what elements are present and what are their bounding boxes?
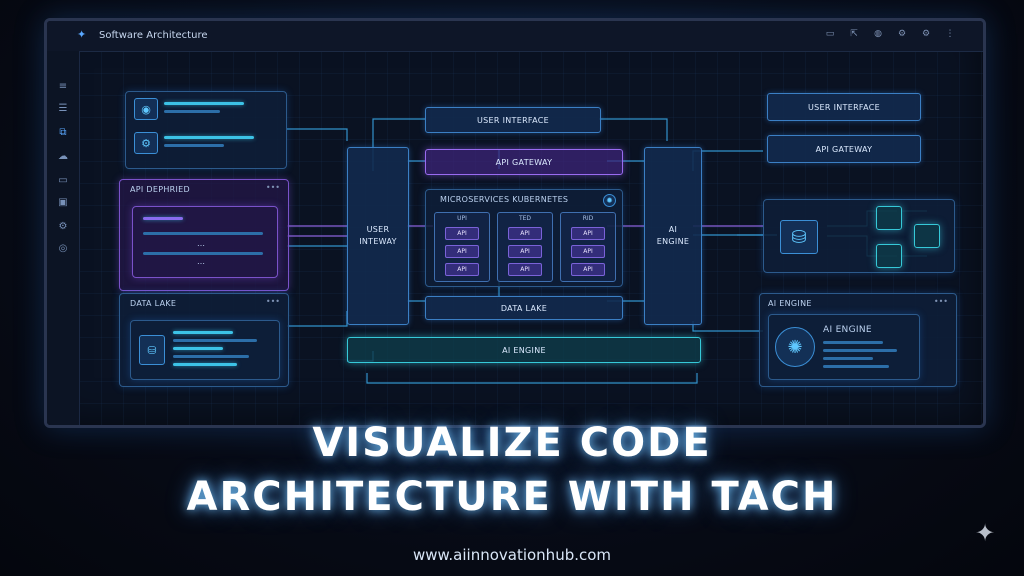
settings-icon[interactable]: ⚙ [897, 29, 907, 39]
data-bar [173, 331, 233, 334]
api-panel[interactable]: API DEPHRIED ••• … … [119, 179, 289, 291]
data-bar [173, 355, 249, 358]
data-bar [173, 347, 223, 350]
service-column-upi: UPI API API API [434, 212, 490, 282]
service-column-ted: TED API API API [497, 212, 553, 282]
flow-node [876, 206, 902, 230]
gear-icon[interactable]: ⚙ [921, 29, 931, 39]
api-gateway-box[interactable]: API GATEWAY [425, 149, 623, 175]
service-column-rid: RID API API API [560, 212, 616, 282]
flow-node [914, 224, 940, 248]
ai-bar [823, 349, 897, 352]
list-icon[interactable]: ☰ [58, 103, 68, 114]
data-bar [173, 363, 237, 366]
monitor-icon[interactable]: ▭ [58, 175, 68, 186]
flow-node [876, 244, 902, 268]
share-icon[interactable]: ⇱ [850, 29, 858, 39]
api-row-bar [143, 252, 263, 255]
ai-engine-small-title: AI ENGINE [768, 299, 812, 308]
headline-line-2: ARCHITECTURE WITH TACH [186, 474, 838, 520]
menu-icon[interactable]: ≡ [58, 81, 68, 92]
database-icon: ⛁ [780, 220, 818, 254]
left-icon-rail: ≡ ☰ ⧉ ☁ ▭ ▣ ⚙ ◎ [47, 51, 80, 425]
app-logo-icon: ✦ [77, 28, 87, 41]
profile-bar [164, 136, 254, 139]
microservices-panel[interactable]: MICROSERVICES KUBERNETES ✹ UPI API API A… [425, 189, 623, 287]
ai-engine-bottom-box[interactable]: AI ENGINE [347, 337, 701, 363]
microservices-title: MICROSERVICES KUBERNETES [440, 195, 569, 204]
sparkle-icon: ✦ [974, 519, 996, 547]
profile-bar [164, 102, 244, 105]
api-chip[interactable]: API [445, 263, 479, 276]
ai-bar [823, 341, 883, 344]
footer-url[interactable]: www.aiinnovationhub.com [412, 546, 612, 564]
right-user-interface-box[interactable]: USER INTERFACE [767, 93, 921, 121]
column-head: TED [518, 215, 532, 222]
kubernetes-icon: ✹ [603, 194, 616, 207]
globe-icon[interactable]: ◍ [874, 29, 882, 39]
more-icon[interactable]: ••• [265, 183, 280, 192]
data-lake-panel-title: DATA LAKE [130, 299, 177, 308]
ai-engine-card-title: AI ENGINE [823, 325, 872, 335]
data-bar [173, 339, 257, 342]
column-head: RID [582, 215, 594, 222]
headline-line-1: VISUALIZE CODE [312, 420, 712, 466]
api-chip[interactable]: API [508, 227, 542, 240]
api-chip[interactable]: API [508, 263, 542, 276]
api-row-bar [143, 217, 183, 220]
title-bar: ✦ Software Architecture ▭ ⇱ ◍ ⚙ ⚙ ⋮ [47, 21, 983, 52]
box-icon[interactable]: ▣ [58, 197, 68, 208]
api-chip[interactable]: API [445, 227, 479, 240]
ai-engine-panel[interactable]: AI ENGINE ••• ✺ AI ENGINE [759, 293, 957, 387]
user-interface-box[interactable]: USER INTERFACE [425, 107, 601, 133]
settings-rail-icon[interactable]: ⚙ [58, 221, 68, 232]
user-icon: ◉ [134, 98, 158, 120]
api-chip[interactable]: API [445, 245, 479, 258]
ai-engine-card: ✺ AI ENGINE [768, 314, 920, 380]
api-row-bar [143, 232, 263, 235]
cloud-icon[interactable]: ☁ [58, 151, 68, 162]
brain-icon: ✺ [775, 327, 815, 367]
help-icon[interactable]: ◎ [58, 243, 68, 254]
software-architecture-window: ✦ Software Architecture ▭ ⇱ ◍ ⚙ ⚙ ⋮ ≡ ☰ … [44, 18, 986, 428]
diagram-icon[interactable]: ⧉ [59, 127, 67, 138]
right-api-gateway-box[interactable]: API GATEWAY [767, 135, 921, 163]
api-chip[interactable]: API [571, 263, 605, 276]
column-head: UPI [457, 215, 467, 222]
data-lake-inner: ⛁ [130, 320, 280, 380]
panel-icon[interactable]: ▭ [825, 29, 835, 39]
user-profile-panel[interactable]: ◉ ⚙ [125, 91, 287, 169]
more-icon[interactable]: ••• [933, 297, 948, 306]
api-chip[interactable]: API [571, 245, 605, 258]
api-row-text: … [197, 239, 206, 248]
api-rows-box: … … [132, 206, 278, 278]
ai-bar [823, 357, 873, 360]
api-chip[interactable]: API [508, 245, 542, 258]
api-chip[interactable]: API [571, 227, 605, 240]
api-panel-title: API DEPHRIED [130, 185, 190, 194]
window-title: Software Architecture [99, 30, 208, 41]
gear-icon: ⚙ [134, 132, 158, 154]
profile-bar [164, 110, 220, 113]
title-bar-icons: ▭ ⇱ ◍ ⚙ ⚙ ⋮ [825, 29, 955, 39]
api-row-text: … [197, 257, 206, 266]
database-icon: ⛁ [139, 335, 165, 365]
database-flow-panel[interactable]: ⛁ [763, 199, 955, 273]
ai-bar [823, 365, 889, 368]
more-icon[interactable]: ••• [265, 297, 280, 306]
profile-bar [164, 144, 224, 147]
data-lake-box[interactable]: DATA LAKE [425, 296, 623, 320]
user-inteway-box[interactable]: USER INTEWAY [347, 147, 409, 325]
ai-engine-side-box[interactable]: AI ENGINE [644, 147, 702, 325]
more-icon[interactable]: ⋮ [945, 29, 955, 39]
data-lake-panel[interactable]: DATA LAKE ••• ⛁ [119, 293, 289, 387]
